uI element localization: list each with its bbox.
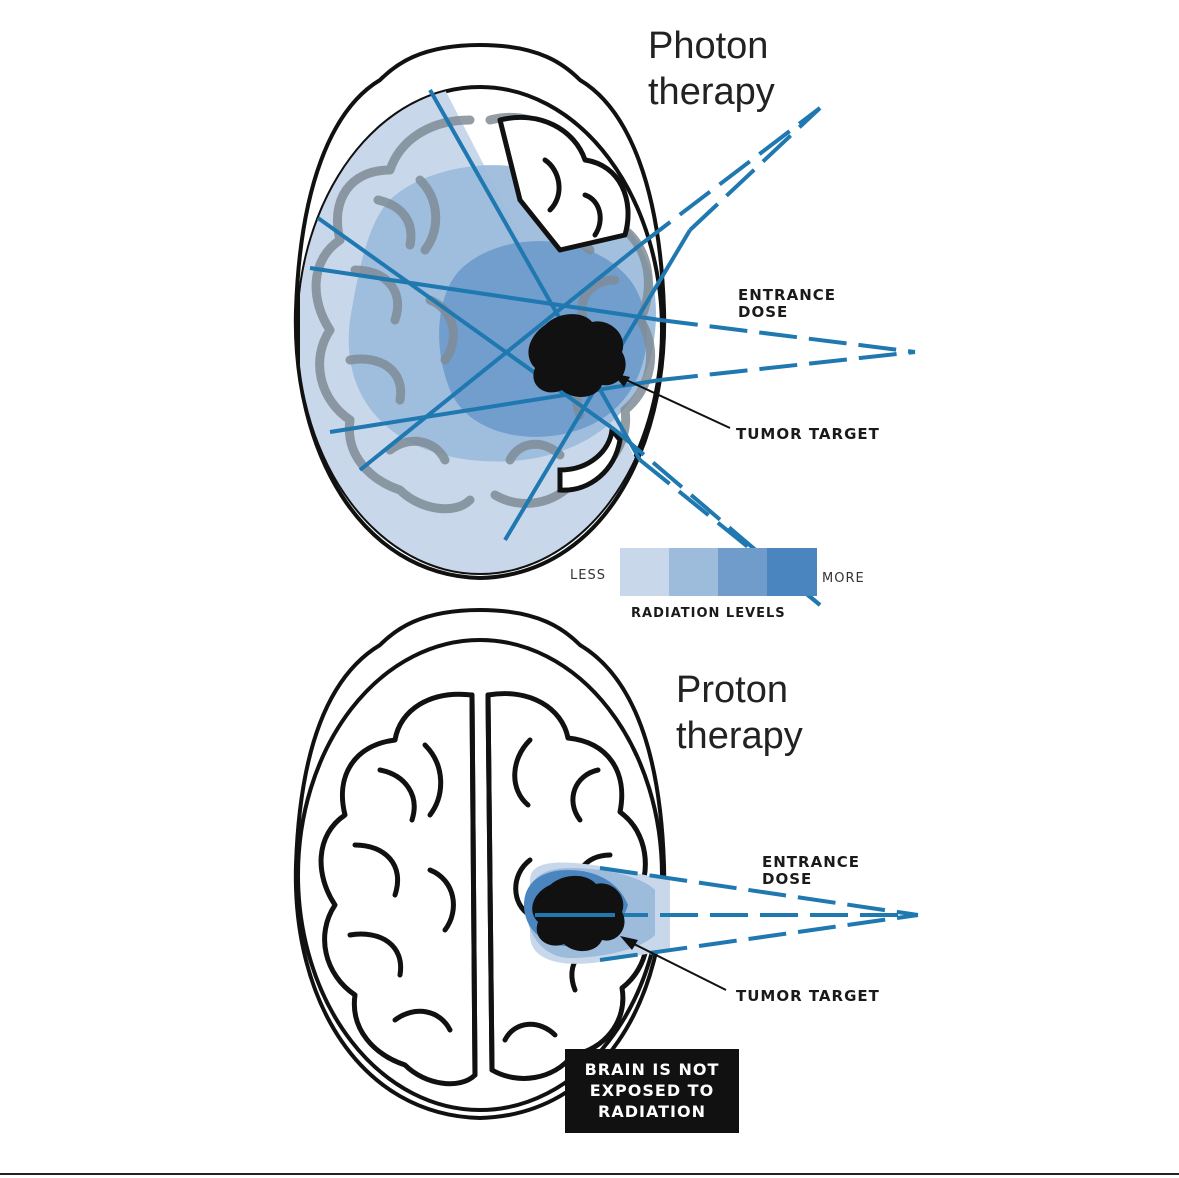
photon-beam-4-solid [329,378,661,434]
photon-title-line1: Photon [648,25,768,67]
photon-beam-2-dash [688,106,822,232]
legend-less-label: LESS [570,568,606,583]
photon-beam-5-solid [428,89,642,461]
photon-beams [309,89,916,607]
proton-entrance-line2: DOSE [762,870,812,888]
radiation-legend: LESS MORE RADIATION LEVELS [570,548,865,621]
photon-right-lobe-clear [497,114,631,253]
proton-callout-line1: BRAIN IS NOT [585,1060,720,1079]
photon-beam-5-dash [638,458,822,607]
photon-beam-1-dash [638,106,822,247]
proton-title-line1: Proton [676,669,788,711]
photon-tumor-arrow [612,373,731,429]
photon-beam-6-solid [316,216,617,432]
legend-swatch-2 [669,548,718,596]
photon-tumor-label: TUMOR TARGET [736,425,880,443]
legend-title: RADIATION LEVELS [631,606,786,621]
legend-swatch-1 [620,548,669,596]
proton-entrance-line1: ENTRANCE [762,853,860,871]
photon-right-lower-clear [557,423,623,493]
photon-entrance-line2: DOSE [738,303,788,321]
proton-skull-inner [296,638,664,1112]
legend-swatch-3 [718,548,767,596]
legend-swatch-4 [767,548,817,596]
photon-beam-4-dash [659,350,916,382]
photon-beam-3-dash [659,318,916,354]
legend-more-label: MORE [822,571,865,586]
photon-tumor [528,314,626,397]
photon-head [293,42,916,607]
proton-brain [318,691,650,1087]
proton-tumor-label: TUMOR TARGET [736,987,880,1005]
proton-title-line2: therapy [676,715,803,757]
photon-title-line2: therapy [648,71,775,113]
photon-entrance-line1: ENTRANCE [738,286,836,304]
proton-beam-1-dash [599,866,919,917]
bottom-divider [0,1173,1179,1175]
photon-beam-3-solid [309,266,661,322]
photon-beam-1-solid [358,243,642,472]
proton-head [293,607,919,1121]
proton-tumor-arrow [620,936,727,991]
proton-callout-line3: RADIATION [598,1102,706,1121]
proton-callout-line2: EXPOSED TO [590,1081,714,1100]
proton-callout-box: BRAIN IS NOT EXPOSED TO RADIATION [565,1049,739,1133]
